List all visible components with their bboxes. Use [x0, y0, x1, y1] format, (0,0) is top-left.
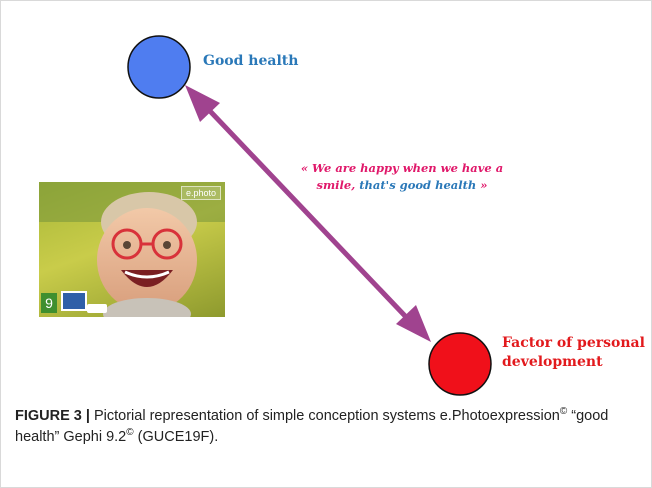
node-label-factor-line2: development	[502, 354, 603, 370]
arrowhead-up	[185, 85, 220, 122]
quote-part2: that's good health	[359, 178, 477, 192]
node-good-health	[127, 35, 191, 99]
caption-text-3: (GUCE19F).	[133, 429, 219, 445]
edge-quote: « We are happy when we have a smile, tha…	[296, 160, 508, 194]
photo-logo-icon	[61, 291, 87, 311]
caption-text-1: Pictorial representation of simple conce…	[89, 408, 560, 424]
caption-sup-2: ©	[126, 427, 134, 439]
node-factor-personal-development	[428, 332, 492, 396]
node-label-good-health: Good health	[203, 53, 299, 69]
node-label-factor: Factor of personal development	[502, 334, 645, 372]
quote-part3: »	[476, 178, 488, 192]
diagram-canvas	[127, 35, 492, 396]
child-photo: e.photo 9	[39, 182, 225, 317]
photo-number-badge: 9	[41, 293, 57, 313]
node-label-factor-line1: Factor of personal	[502, 335, 645, 351]
caption-figure-label: FIGURE 3 |	[15, 408, 90, 424]
edge-line	[207, 108, 409, 320]
caption-text-2: “good health” Gephi 9.2	[15, 408, 609, 445]
quote-part1: « We are happy when we have a smile,	[300, 161, 504, 192]
caption-sup-1: ©	[559, 406, 568, 418]
photo-brand-badge: e.photo	[180, 186, 221, 200]
photo-secondary-logo-icon	[87, 304, 107, 313]
child-smiling-photo-icon	[39, 182, 225, 317]
arrowhead-down	[396, 305, 431, 342]
figure-caption: FIGURE 3 | Pictorial representation of s…	[15, 406, 637, 448]
